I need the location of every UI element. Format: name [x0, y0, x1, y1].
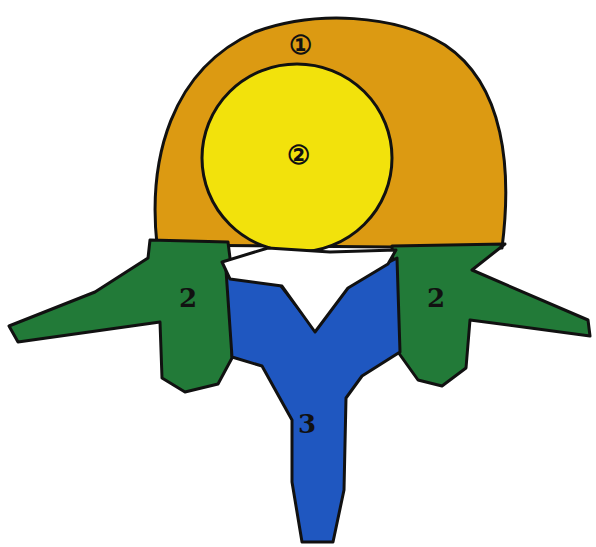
- nucleus-circle: [202, 64, 392, 252]
- callout-number: 2: [427, 285, 445, 311]
- callout-number: 2: [179, 285, 197, 311]
- callout-number: ①: [289, 32, 312, 58]
- callout-number: 3: [298, 411, 316, 437]
- right-transverse-process: [392, 244, 590, 386]
- left-transverse-process: [9, 240, 233, 392]
- spinal-canal: [222, 248, 396, 332]
- callout-number: ②: [287, 142, 310, 168]
